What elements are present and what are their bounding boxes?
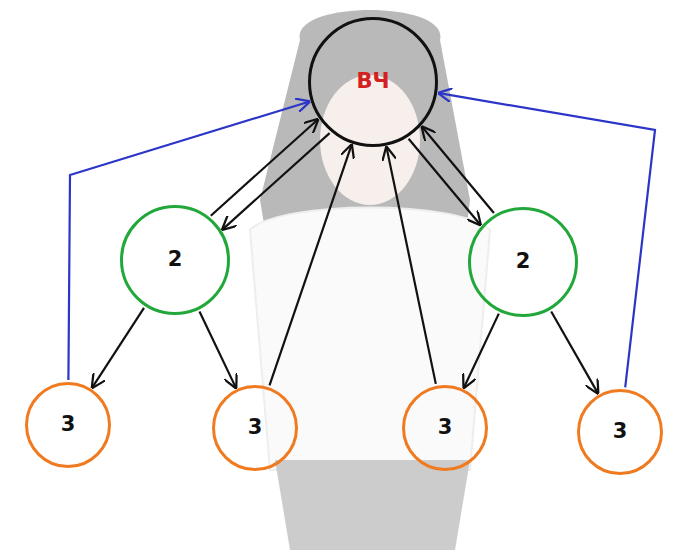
- node-label: 3: [613, 420, 628, 443]
- text-stack: ВЧ: [357, 70, 390, 93]
- arrow-connector: [551, 312, 598, 393]
- node-label: ВЧ: [357, 70, 390, 93]
- text-stack: 3: [61, 413, 76, 436]
- arrow-connector: [211, 120, 318, 216]
- node-label: 3: [61, 413, 76, 436]
- arrow-connector: [387, 148, 436, 384]
- circle-outline-shape: [404, 387, 487, 470]
- circle-outline-shape: [470, 209, 577, 316]
- level-3-circle: 3: [402, 385, 488, 471]
- text-stack: 2: [168, 248, 183, 271]
- node-label: 2: [168, 248, 183, 271]
- circle-outline-shape: [122, 207, 229, 314]
- arrow-connector: [422, 127, 494, 213]
- level-3-circle: 3: [25, 382, 111, 468]
- text-stack: 2: [516, 250, 531, 273]
- top-circle: ВЧ: [308, 17, 438, 147]
- level-3-circle: 3: [577, 389, 663, 475]
- figure-silhouette: [250, 10, 490, 550]
- arrow-connector: [223, 133, 330, 229]
- arrow-connector: [68, 102, 309, 380]
- circle-outline-shape: [214, 387, 297, 470]
- node-label: 3: [438, 416, 453, 439]
- text-stack: 3: [613, 420, 628, 443]
- arrow-connector: [270, 145, 352, 385]
- text-stack: 3: [248, 416, 263, 439]
- level-2-circle: 2: [120, 205, 230, 315]
- circle-outline-shape: [27, 384, 110, 467]
- arrow-connector: [439, 93, 655, 387]
- arrow-connector: [464, 314, 499, 388]
- text-stack: 3: [438, 416, 453, 439]
- node-label: 3: [248, 416, 263, 439]
- node-label: 2: [516, 250, 531, 273]
- arrow-connector: [409, 139, 481, 225]
- circle-outline-shape: [579, 391, 662, 474]
- level-2-circle: 2: [468, 207, 578, 317]
- circle-outline-shape: [310, 19, 437, 146]
- arrow-connector: [200, 312, 236, 388]
- arrow-connector: [93, 308, 145, 387]
- level-3-circle: 3: [212, 385, 298, 471]
